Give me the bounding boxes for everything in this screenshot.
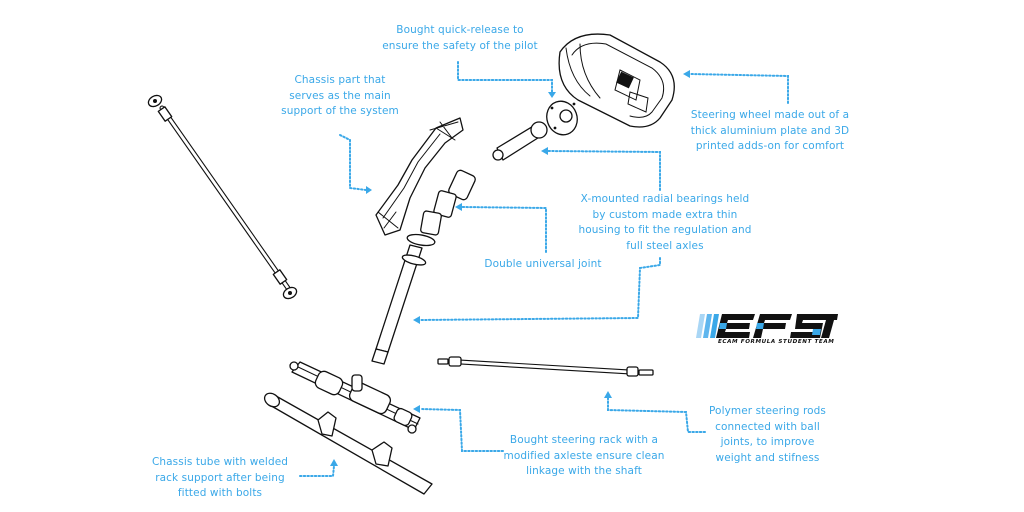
annotation-steering-wheel: Steering wheel made out of a thick alumi… — [690, 109, 850, 152]
leader-chassis-part — [339, 134, 367, 191]
chassis-tube — [263, 392, 433, 495]
universal-joint — [406, 169, 476, 247]
leader-universal-joint — [461, 206, 547, 253]
tie-rod-right — [437, 356, 654, 377]
annotation-chassis-tube: Chassis tube with welded rack support af… — [151, 456, 289, 499]
leader-steering-rods — [607, 397, 706, 433]
annotation-chassis-part: Chassis part that serves as the main sup… — [281, 74, 399, 117]
quick-release — [492, 100, 578, 161]
efst-logo — [696, 314, 838, 338]
annotation-universal-joint: Double universal joint — [484, 258, 602, 270]
leader-shaft — [419, 257, 661, 321]
logo-stripe-1 — [696, 314, 705, 338]
logo-stripe-3 — [710, 314, 719, 338]
logo-tagline: ECAM FORMULA STUDENT TEAM — [718, 339, 835, 345]
leader-steering-wheel — [689, 73, 789, 104]
steering-shaft — [371, 244, 427, 365]
annotation-steering-rack: Bought steering rack with a modified axl… — [503, 434, 665, 477]
leader-steering-rack — [419, 408, 504, 452]
annotation-steering-rods: Polymer steering rods connected with bal… — [709, 405, 826, 464]
steering-rack — [289, 361, 421, 434]
annotation-quick-release: Bought quick-release to ensure the safet… — [382, 24, 538, 52]
tie-rod-left — [147, 94, 298, 300]
leader-lines — [299, 61, 789, 477]
annotation-bearings: X-mounted radial bearings held by custom… — [578, 193, 752, 252]
leader-quick-release — [457, 61, 553, 93]
chassis-bracket — [375, 117, 464, 236]
steering-wheel — [558, 33, 675, 128]
logo-stripe-2 — [703, 314, 712, 338]
leader-bearings — [547, 150, 661, 191]
leader-chassis-tube — [299, 465, 335, 477]
